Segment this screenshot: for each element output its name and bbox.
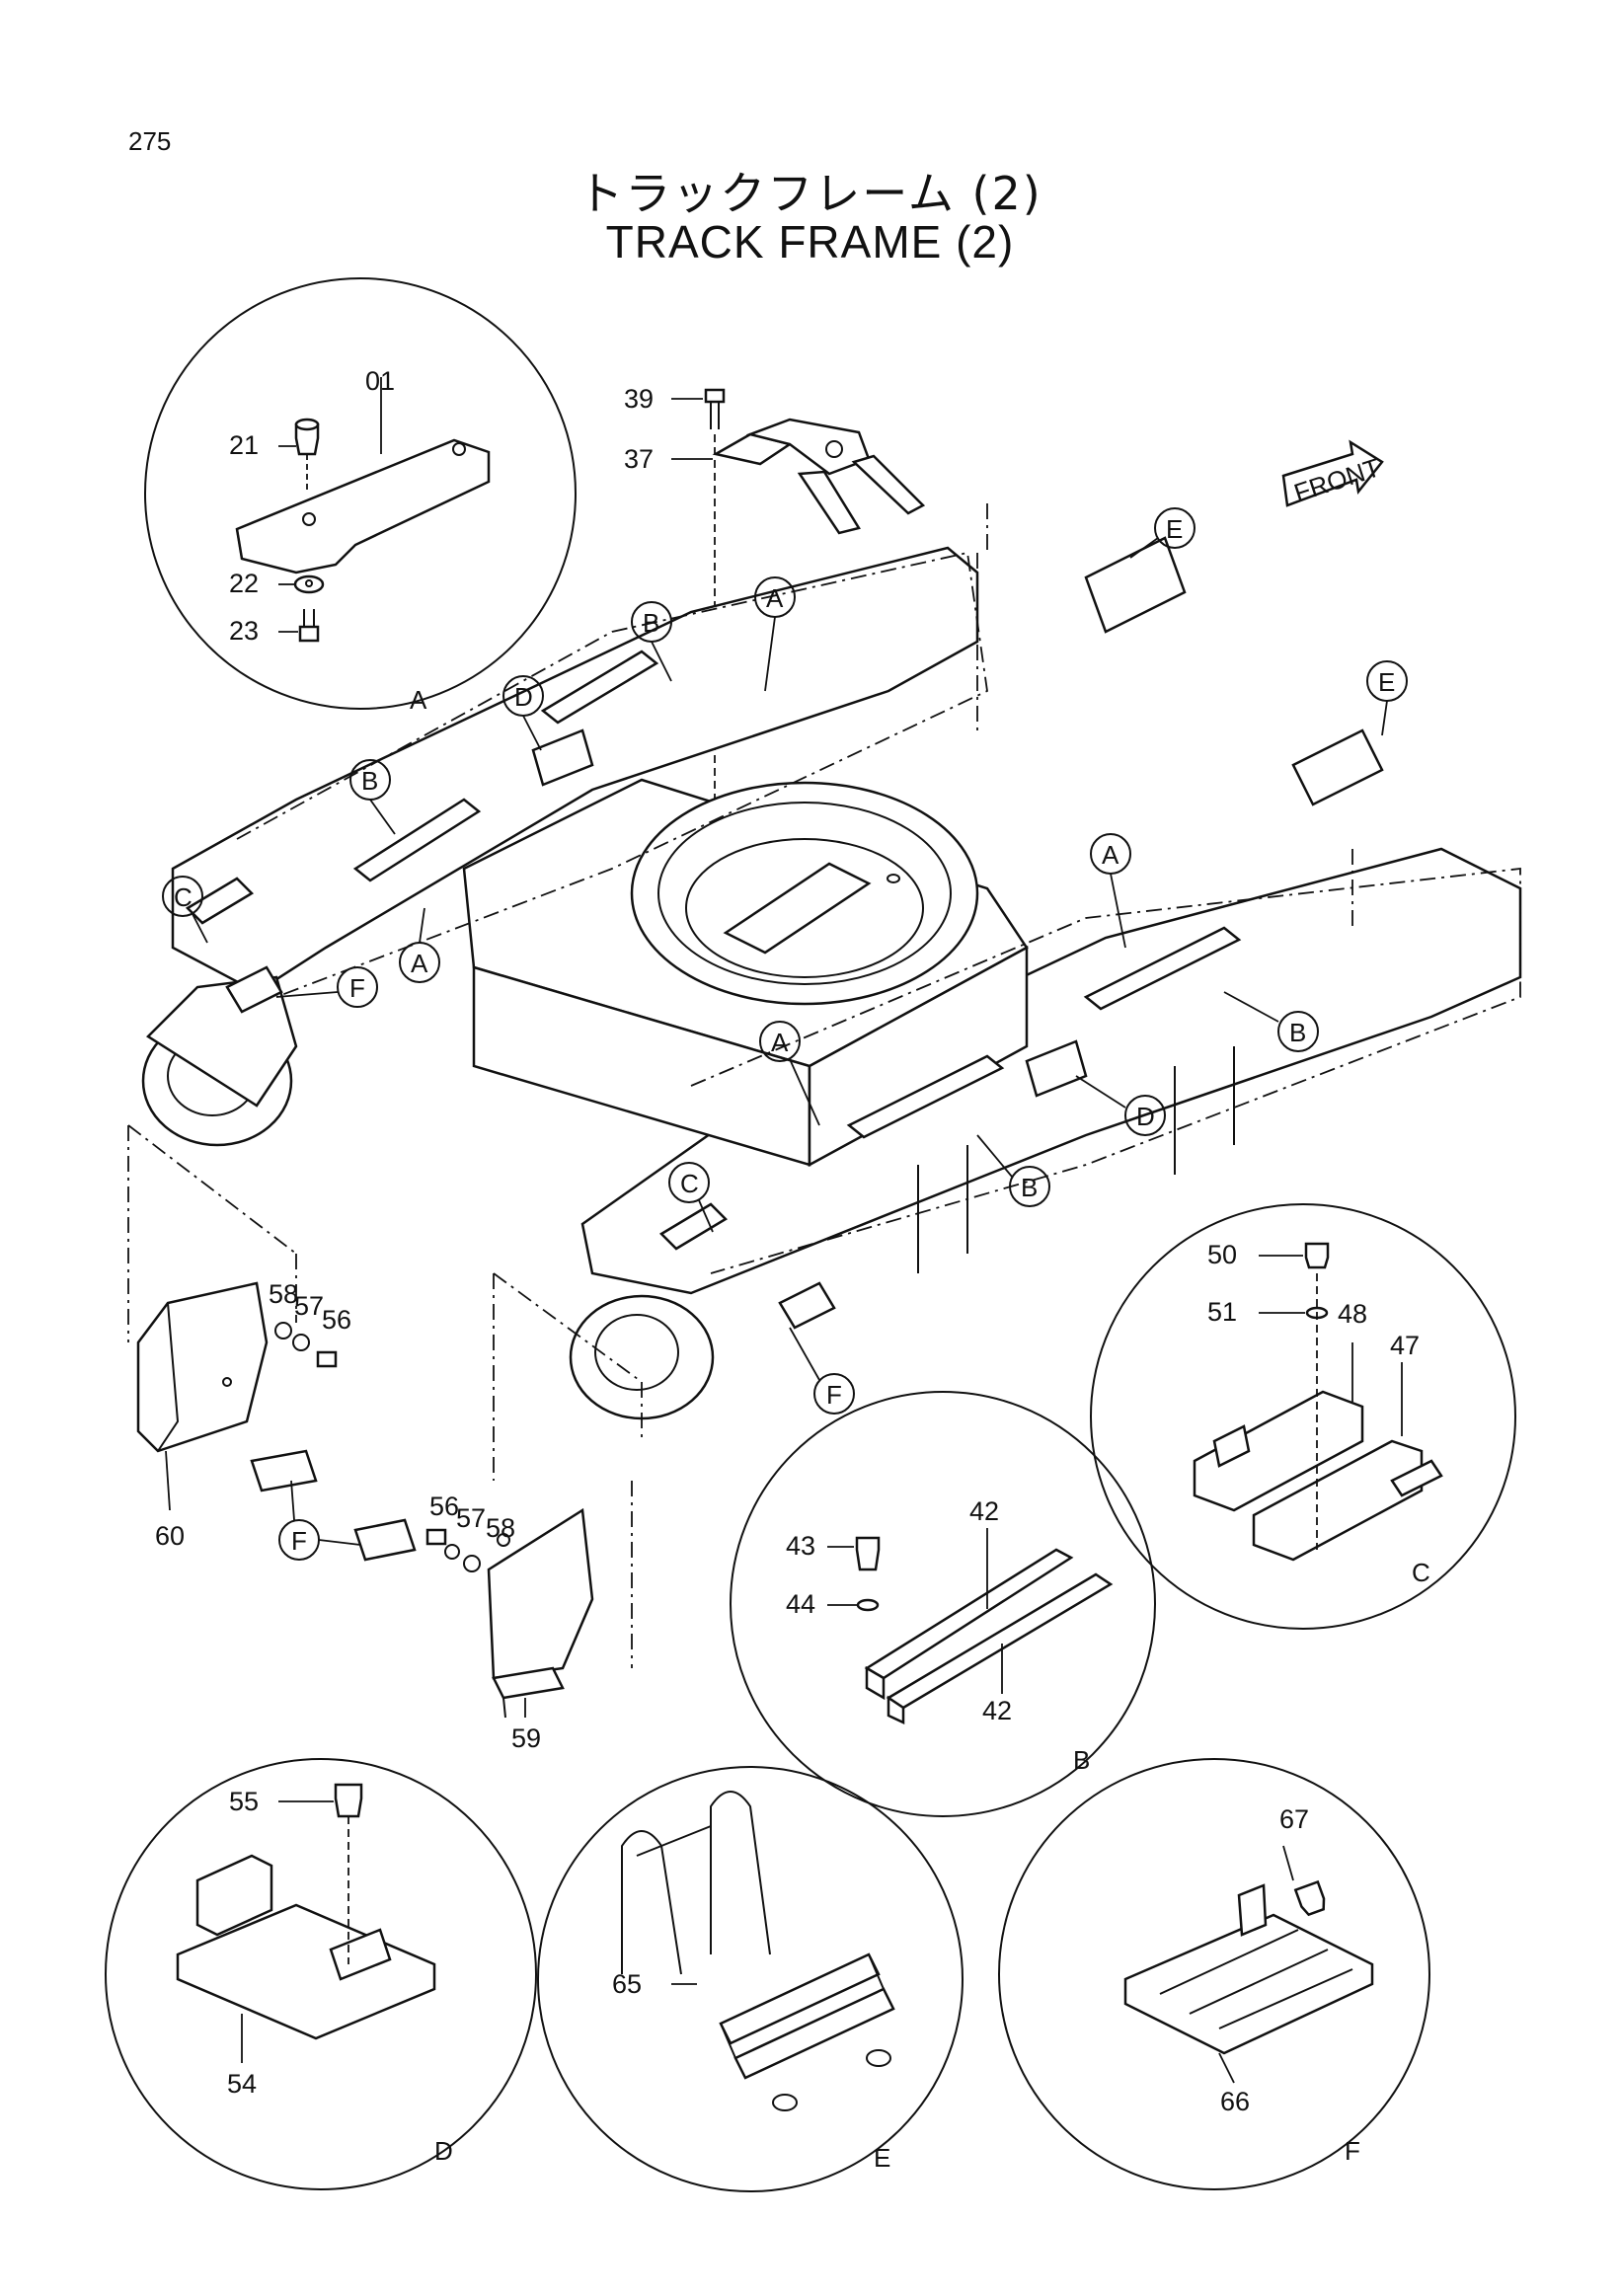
- label-part-58-lower: 58: [486, 1513, 515, 1543]
- cover-60: [136, 1281, 269, 1453]
- label-part-54: 54: [227, 2069, 257, 2099]
- label-part-42-upper: 42: [969, 1496, 999, 1526]
- callout-f-2: F: [826, 1380, 842, 1410]
- label-part-59: 59: [511, 1723, 541, 1753]
- callout-a-1: A: [766, 583, 784, 613]
- callout-a-2: A: [411, 949, 428, 978]
- detail-circle-a: 01 21 22 23 A: [144, 277, 577, 715]
- nut-23: [298, 625, 320, 643]
- bracket-37: 39 37: [624, 384, 926, 849]
- detail-letter-a: A: [410, 685, 427, 715]
- label-part-01: 01: [365, 366, 395, 396]
- detail-letter-b: B: [1073, 1745, 1090, 1775]
- plate-01: [235, 438, 491, 574]
- cover-59-assembly: 59 56 57 58: [425, 1272, 643, 1753]
- label-part-23: 23: [229, 616, 259, 646]
- label-part-57-lower: 57: [456, 1503, 486, 1533]
- label-part-65: 65: [612, 1969, 642, 1999]
- callout-b-2: B: [361, 766, 378, 796]
- handrail-65: [621, 1830, 682, 1975]
- track-frame-main: [141, 503, 1522, 1420]
- callout-b-3: B: [1289, 1018, 1306, 1047]
- washer-44: [856, 1598, 880, 1612]
- label-part-60: 60: [155, 1521, 185, 1551]
- page-number: 275: [128, 126, 172, 156]
- label-part-58-upper: 58: [269, 1279, 298, 1309]
- label-part-43: 43: [786, 1531, 815, 1561]
- cover-60-assembly: F 60 58 57 56: [127, 1124, 417, 1562]
- label-part-66: 66: [1220, 2087, 1250, 2116]
- bolt-67: [1293, 1879, 1326, 1917]
- main-frame-callouts: B A D B C A F E E A B A D B C F: [162, 507, 1408, 1415]
- detail-circle-f: 67 66 F: [998, 1758, 1430, 2190]
- label-part-56-lower: 56: [429, 1492, 459, 1521]
- label-part-39: 39: [624, 384, 654, 414]
- label-part-56-upper: 56: [322, 1305, 351, 1335]
- detail-circle-d: 55 54 D: [105, 1758, 537, 2190]
- bolt-43: [855, 1536, 881, 1571]
- bolt-50: [1304, 1242, 1330, 1269]
- callout-f-1: F: [349, 973, 365, 1003]
- callout-a-4: A: [771, 1028, 789, 1057]
- callout-f-3: F: [291, 1526, 307, 1556]
- callout-e-1: E: [1166, 514, 1183, 544]
- callout-c-1: C: [174, 882, 193, 912]
- front-arrow: FRONT: [1281, 439, 1384, 507]
- callout-b-1: B: [643, 608, 659, 638]
- detail-letter-d: D: [434, 2136, 453, 2166]
- step-66: [1123, 1913, 1374, 2055]
- label-part-37: 37: [624, 444, 654, 474]
- detail-letter-c: C: [1412, 1558, 1430, 1587]
- page-title-japanese: トラックフレーム (2): [578, 167, 1042, 220]
- bolt-39: [704, 388, 726, 404]
- callout-e-2: E: [1378, 667, 1395, 697]
- label-part-55: 55: [229, 1787, 259, 1816]
- detail-circle-b: 43 44 42 42 B: [730, 1391, 1156, 1817]
- label-part-42-lower: 42: [982, 1696, 1012, 1725]
- cover-59: [487, 1507, 594, 1680]
- label-part-44: 44: [786, 1589, 815, 1619]
- label-part-51: 51: [1207, 1297, 1237, 1327]
- label-part-22: 22: [229, 569, 259, 598]
- page-title-english: TRACK FRAME (2): [605, 216, 1015, 268]
- detail-letter-e: E: [874, 2143, 890, 2173]
- label-part-50: 50: [1207, 1240, 1237, 1269]
- label-part-21: 21: [229, 430, 259, 460]
- callout-b-4: B: [1021, 1173, 1038, 1202]
- washer-22: [293, 574, 325, 594]
- bracket-f-upper: [250, 1449, 318, 1492]
- label-part-67: 67: [1279, 1804, 1309, 1834]
- callout-a-3: A: [1102, 840, 1119, 870]
- callout-d-2: D: [1136, 1102, 1155, 1131]
- detail-circle-c: 50 51 48 47 C: [1090, 1203, 1516, 1630]
- label-part-48: 48: [1338, 1299, 1367, 1329]
- label-part-47: 47: [1390, 1331, 1420, 1360]
- label-part-57-upper: 57: [294, 1291, 324, 1321]
- bolt-55: [334, 1783, 363, 1818]
- detail-circle-e: 65 E: [537, 1766, 964, 2192]
- callout-d-1: D: [514, 682, 533, 712]
- callout-c-2: C: [680, 1169, 699, 1198]
- detail-letter-f: F: [1345, 2136, 1360, 2166]
- bracket-f-lower: [353, 1518, 417, 1562]
